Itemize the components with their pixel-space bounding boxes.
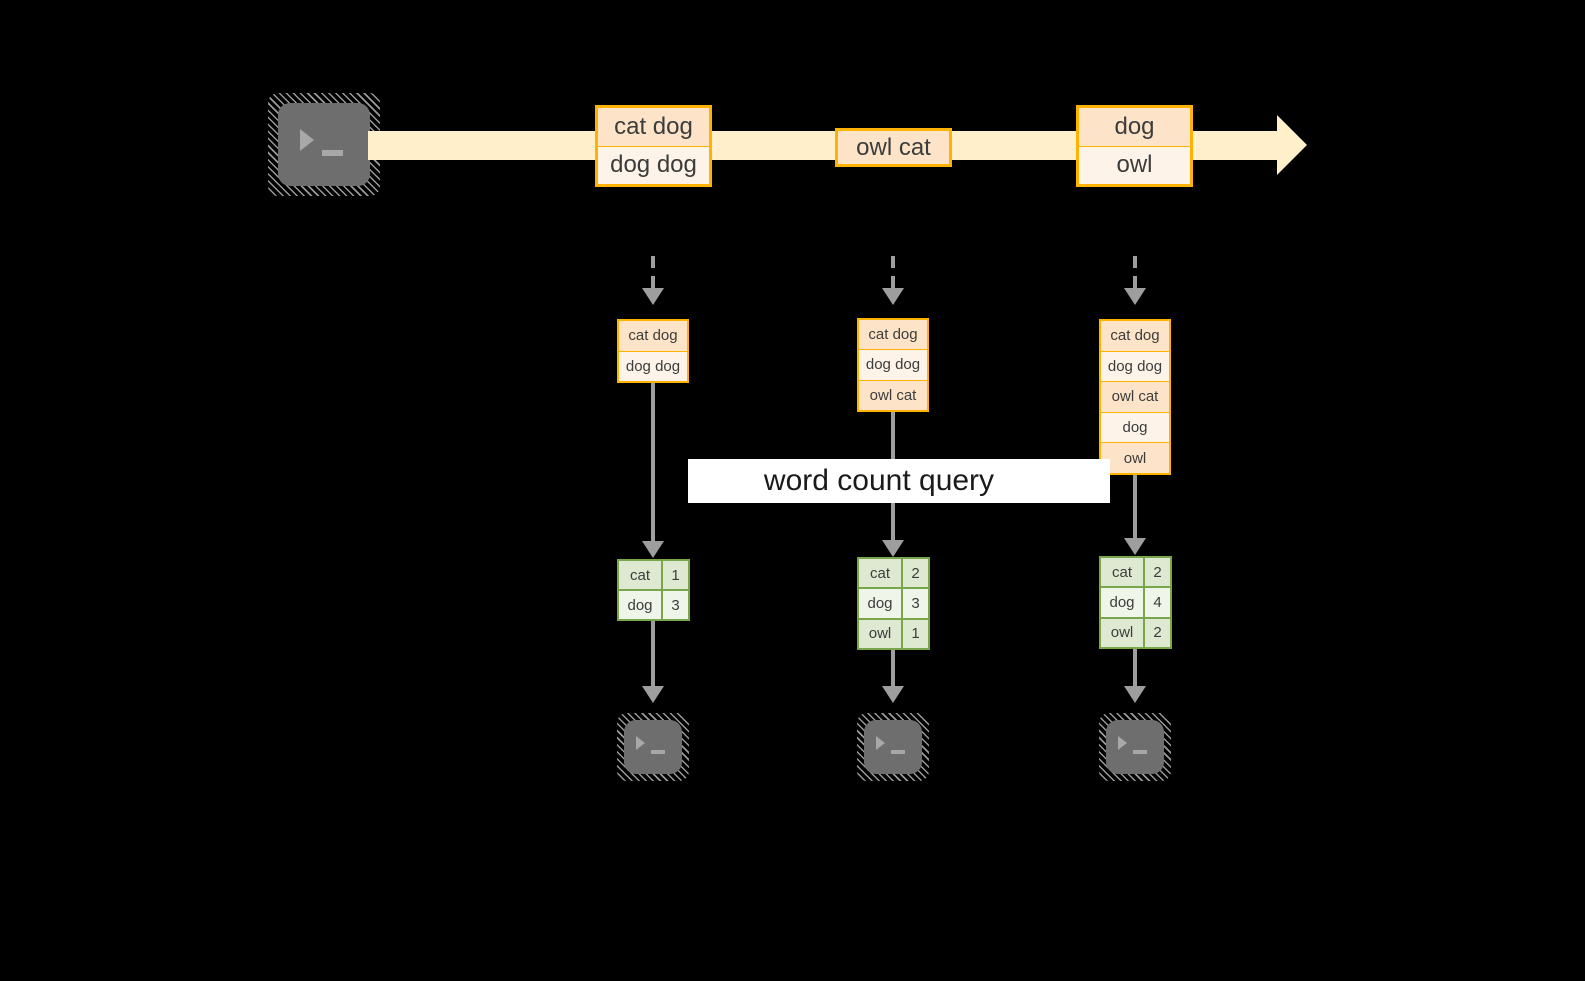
table-row: owl 2 <box>1101 618 1170 647</box>
terminal-prompt-chevron-icon <box>1118 736 1127 750</box>
result-count: 3 <box>663 591 688 619</box>
snapshot-3-query-line <box>1133 475 1137 550</box>
snapshot-1-query-arrowhead <box>642 541 664 558</box>
snapshot-1-feed-arrowhead <box>642 288 664 305</box>
terminal-prompt-underscore-icon <box>322 150 343 156</box>
snapshot-2-feed-line <box>891 256 895 290</box>
snapshot-2-sink-arrowhead <box>882 686 904 703</box>
table-row: cat 2 <box>859 559 928 590</box>
result-word: dog <box>1101 588 1145 617</box>
table-row: dog 3 <box>619 591 688 619</box>
snapshot-1-sink-line <box>651 621 655 694</box>
snapshot-3-input-stack[interactable]: cat dog dog dog owl cat dog owl <box>1099 319 1171 475</box>
snapshot-1-result-table[interactable]: cat 1 dog 3 <box>617 559 690 621</box>
snapshot-1-query-line <box>651 383 655 551</box>
terminal-prompt-underscore-icon <box>651 750 665 754</box>
result-count: 2 <box>1145 558 1170 587</box>
stream-event-line: dog dog <box>598 146 709 184</box>
stream-event-group-1[interactable]: cat dog dog dog <box>595 105 712 187</box>
snapshot-1-input-stack[interactable]: cat dog dog dog <box>617 319 689 383</box>
query-caption-band: word count query <box>688 459 1110 503</box>
input-line: owl <box>1101 443 1169 473</box>
terminal-face <box>624 720 682 774</box>
result-word: owl <box>1101 618 1145 647</box>
result-count: 2 <box>903 559 928 588</box>
input-line: dog <box>1101 412 1169 444</box>
table-row: dog 3 <box>859 589 928 620</box>
result-word: owl <box>859 619 903 648</box>
terminal-face <box>278 103 370 186</box>
result-word: cat <box>859 559 903 588</box>
result-word: dog <box>859 589 903 618</box>
snapshot-2-feed-arrowhead <box>882 288 904 305</box>
terminal-prompt-chevron-icon <box>876 736 885 750</box>
snapshot-1-sink-arrowhead <box>642 686 664 703</box>
snapshot-2-sink-line <box>891 650 895 694</box>
result-count: 2 <box>1145 618 1170 647</box>
snapshot-3-sink-terminal-icon <box>1099 713 1171 781</box>
stream-event-line: dog <box>1079 108 1190 147</box>
input-line: cat dog <box>1101 321 1169 352</box>
input-line: owl cat <box>1101 382 1169 413</box>
result-word: cat <box>619 561 663 589</box>
result-count: 4 <box>1145 588 1170 617</box>
table-row: cat 2 <box>1101 558 1170 589</box>
snapshot-3-feed-line <box>1133 256 1137 290</box>
snapshot-3-feed-arrowhead <box>1124 288 1146 305</box>
terminal-face <box>864 720 922 774</box>
stream-event-line: cat dog <box>598 108 709 147</box>
stream-event-group-3[interactable]: dog owl <box>1076 105 1193 187</box>
snapshot-1-sink-terminal-icon <box>617 713 689 781</box>
snapshot-2-result-table[interactable]: cat 2 dog 3 owl 1 <box>857 557 930 650</box>
result-count: 1 <box>903 619 928 648</box>
stream-arrow-head <box>1277 115 1307 175</box>
input-line: owl cat <box>859 380 927 410</box>
snapshot-3-sink-line <box>1133 649 1137 694</box>
snapshot-2-sink-terminal-icon <box>857 713 929 781</box>
terminal-prompt-chevron-icon <box>300 129 314 151</box>
terminal-prompt-underscore-icon <box>891 750 905 754</box>
stream-event-group-2[interactable]: owl cat <box>835 128 952 167</box>
result-count: 1 <box>663 561 688 589</box>
terminal-prompt-chevron-icon <box>636 736 645 750</box>
table-row: cat 1 <box>619 561 688 591</box>
input-line: cat dog <box>859 320 927 351</box>
result-word: cat <box>1101 558 1145 587</box>
query-caption-label: word count query <box>763 464 995 497</box>
input-line: cat dog <box>619 321 687 352</box>
snapshot-3-sink-arrowhead <box>1124 686 1146 703</box>
table-row: dog 4 <box>1101 588 1170 619</box>
input-line: dog dog <box>619 351 687 381</box>
stream-event-line: owl cat <box>838 131 949 164</box>
stream-source-terminal-icon <box>268 93 380 196</box>
terminal-prompt-underscore-icon <box>1133 750 1147 754</box>
terminal-face <box>1106 720 1164 774</box>
snapshot-3-result-table[interactable]: cat 2 dog 4 owl 2 <box>1099 556 1172 649</box>
stream-event-line: owl <box>1079 146 1190 184</box>
result-count: 3 <box>903 589 928 618</box>
table-row: owl 1 <box>859 619 928 648</box>
snapshot-2-input-stack[interactable]: cat dog dog dog owl cat <box>857 318 929 412</box>
input-line: dog dog <box>859 350 927 381</box>
input-line: dog dog <box>1101 351 1169 383</box>
result-word: dog <box>619 591 663 619</box>
snapshot-1-feed-line <box>651 256 655 290</box>
snapshot-2-query-arrowhead <box>882 540 904 557</box>
snapshot-3-query-arrowhead <box>1124 538 1146 555</box>
